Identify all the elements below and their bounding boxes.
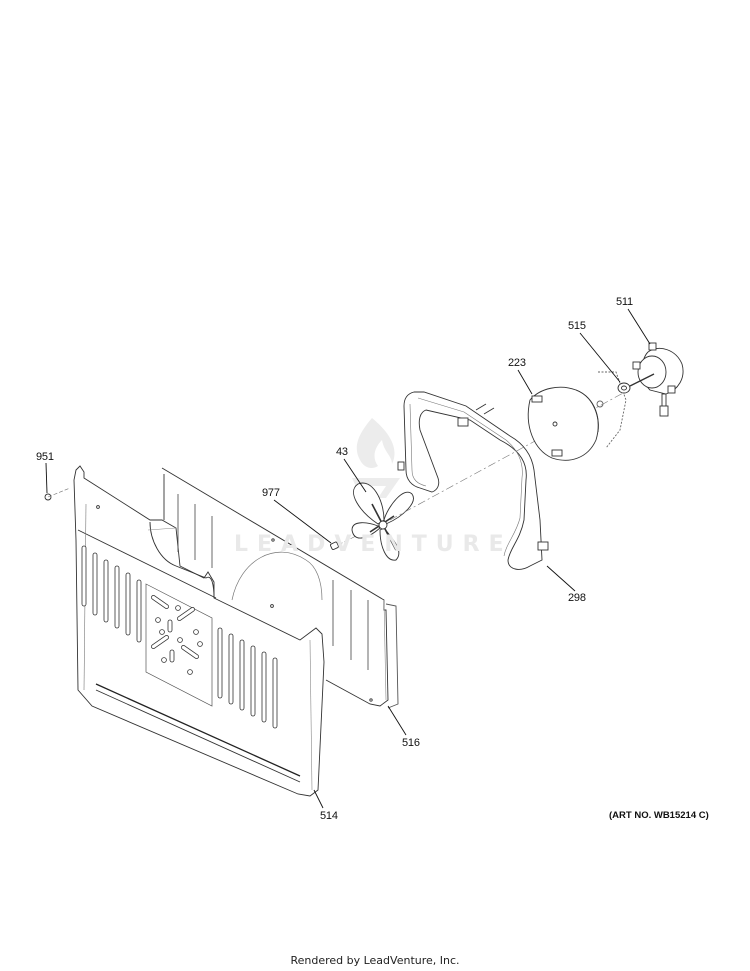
part-516-back-panel[interactable] xyxy=(161,467,399,709)
callout-leader-lines xyxy=(45,308,651,809)
callout-951[interactable]: 951 xyxy=(36,451,54,463)
rendered-by-footer: Rendered by LeadVenture, Inc. xyxy=(290,954,460,967)
part-511-convection-fan-motor[interactable] xyxy=(629,342,684,417)
callout-43[interactable]: 43 xyxy=(336,446,348,458)
callout-516[interactable]: 516 xyxy=(402,737,420,749)
callout-511[interactable]: 511 xyxy=(616,296,633,308)
part-951-screw[interactable] xyxy=(44,487,71,501)
watermark-text: LEADVENTURE xyxy=(234,532,513,557)
callout-223[interactable]: 223 xyxy=(508,357,526,369)
part-223-fan-baffle-cover[interactable] xyxy=(527,371,627,461)
callout-977[interactable]: 977 xyxy=(262,487,280,499)
art-number: (ART NO. WB15214 C) xyxy=(609,810,709,821)
callout-515[interactable]: 515 xyxy=(568,320,586,332)
part-298-convection-element[interactable] xyxy=(389,391,626,570)
part-515-washer[interactable] xyxy=(617,382,631,394)
callout-514[interactable]: 514 xyxy=(320,810,338,822)
part-514-rear-baffle-panel[interactable] xyxy=(73,465,325,797)
part-43-fan-blade[interactable] xyxy=(351,482,414,561)
callout-298[interactable]: 298 xyxy=(568,592,586,604)
